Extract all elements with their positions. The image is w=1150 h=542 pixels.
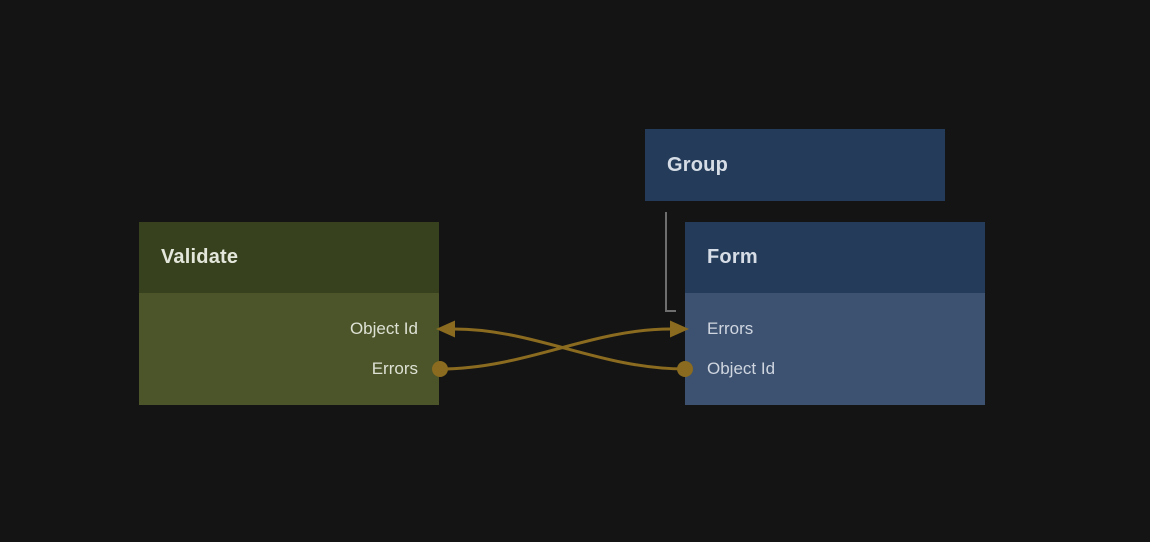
field-label-form-errors: Errors (707, 319, 754, 338)
field-row-validate-errors: Errors (139, 349, 439, 389)
edge-form-object-id-to-validate-object-id[interactable] (453, 327, 686, 371)
node-validate-header[interactable]: Validate (139, 222, 439, 293)
node-validate-body: Object Id Errors (139, 293, 439, 405)
node-form[interactable]: Form Errors Object Id (685, 222, 985, 405)
output-port-validate-errors[interactable] (432, 361, 448, 377)
node-group[interactable]: Group (645, 129, 945, 201)
arrowhead-icon-validate-object-id-input (436, 320, 455, 338)
node-validate[interactable]: Validate Object Id Errors (139, 222, 439, 405)
group-to-form-link-line[interactable] (665, 212, 676, 312)
output-port-form-object-id[interactable] (677, 361, 693, 377)
arrowhead-icon-form-errors-input (670, 320, 689, 338)
node-group-header[interactable]: Group (645, 129, 945, 201)
field-label-form-object-id: Object Id (707, 359, 776, 378)
field-label-validate-errors: Errors (371, 359, 418, 378)
node-validate-title: Validate (161, 246, 239, 268)
node-form-body: Errors Object Id (685, 293, 985, 405)
field-row-form-object-id: Object Id (685, 349, 985, 389)
node-form-header[interactable]: Form (685, 222, 985, 293)
edge-validate-errors-to-form-errors[interactable] (439, 327, 672, 371)
field-row-form-errors: Errors (685, 309, 985, 349)
field-label-validate-object-id: Object Id (349, 319, 418, 338)
node-group-title: Group (667, 153, 728, 176)
node-form-title: Form (707, 246, 758, 268)
field-row-validate-object-id: Object Id (139, 309, 439, 349)
